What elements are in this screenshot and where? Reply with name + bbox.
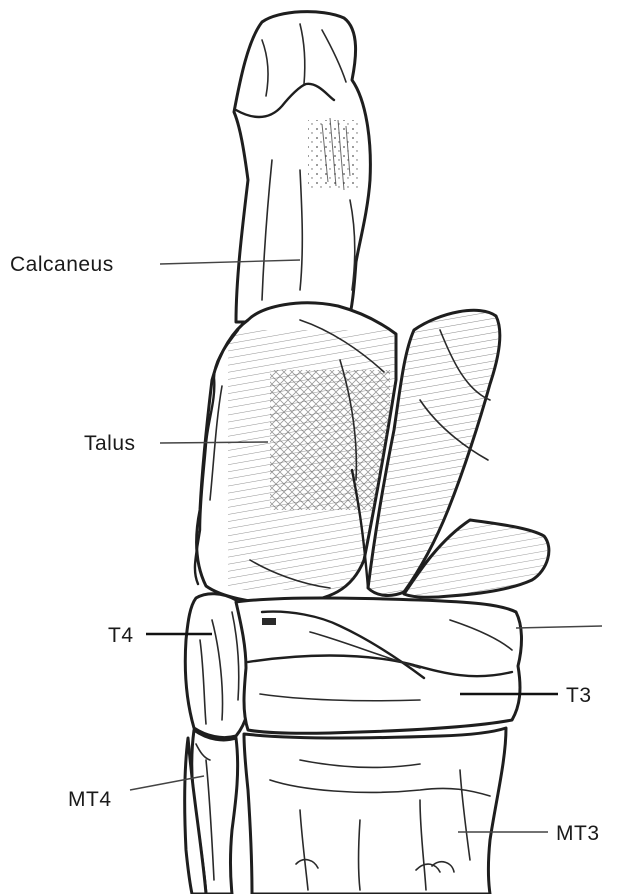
- label-mt3: MT3: [556, 822, 600, 845]
- label-calcaneus: Calcaneus: [10, 253, 114, 276]
- t3-bone: [236, 598, 522, 733]
- leader-talus: [160, 442, 268, 443]
- calcaneus-bone: [234, 12, 370, 322]
- label-t3: T3: [566, 684, 592, 707]
- label-t4: T4: [108, 624, 134, 647]
- leader-unlabeled-right: [516, 626, 602, 628]
- label-mt4: MT4: [68, 788, 112, 811]
- talus-bone: [195, 303, 554, 604]
- label-talus: Talus: [84, 432, 136, 455]
- metatarsal-bones: [185, 728, 506, 894]
